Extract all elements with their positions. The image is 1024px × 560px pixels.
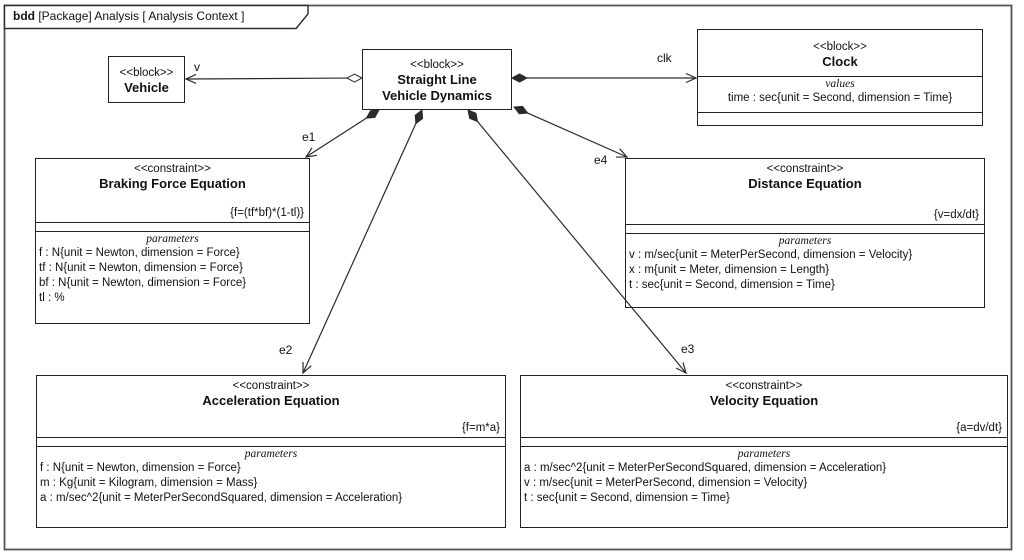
open-arrowhead-icon: [184, 73, 197, 84]
stereotype-label: <<block>>: [410, 59, 464, 71]
parameters-header: parameters: [244, 448, 298, 460]
empty-compartment: [626, 224, 984, 233]
parameter-list: f : N{unit = Newton, dimension = Force} …: [39, 247, 247, 304]
constraint-expression: {f=(tf*bf)*(1-tl)}: [230, 207, 304, 219]
open-aggregation-diamond-icon: [345, 73, 364, 83]
parameters-header: parameters: [778, 235, 832, 247]
empty-compartment: [37, 437, 505, 446]
edge-label-clk: clk: [657, 51, 672, 65]
open-arrowhead-icon: [304, 147, 317, 158]
connector-e1: [304, 109, 380, 158]
empty-compartment: [698, 112, 982, 125]
connector-e4: [513, 105, 629, 158]
constraint-expression: {a=dv/dt}: [956, 422, 1002, 434]
block-name: Braking Force Equation: [99, 176, 246, 191]
parameter-list: f : N{unit = Newton, dimension = Force} …: [40, 462, 403, 504]
value-list: time : sec{unit = Second, dimension = Ti…: [727, 92, 953, 104]
constraint-distance-equation: <<constraint>> Distance Equation {v=dx/d…: [625, 158, 985, 308]
connector-line: [302, 123, 417, 374]
parameter-list: a : m/sec^2{unit = MeterPerSecondSquared…: [524, 462, 887, 504]
stereotype-label: <<constraint>>: [725, 380, 803, 392]
edge-label-e4: e4: [594, 153, 608, 167]
filled-aggregation-diamond-icon: [510, 73, 529, 83]
edge-label-e2: e2: [279, 343, 293, 357]
block-vehicle: <<block>> Vehicle: [108, 56, 185, 103]
edge-label-v: v: [194, 60, 200, 74]
edge-label-e3: e3: [681, 342, 695, 356]
connector-line: [527, 112, 628, 158]
stereotype-label: <<block>>: [813, 40, 867, 53]
open-arrowhead-icon: [675, 362, 687, 375]
block-name: Velocity Equation: [709, 393, 819, 408]
empty-compartment: [521, 437, 1007, 446]
block-name: Distance Equation: [748, 176, 862, 191]
block-clock: <<block>> Clock values time : sec{unit =…: [697, 29, 983, 126]
constraint-braking-force-equation: <<constraint>> Braking Force Equation {f…: [35, 158, 310, 324]
connector-e2: [302, 109, 424, 375]
stereotype-label: <<constraint>>: [766, 163, 844, 175]
block-name: Acceleration Equation: [202, 393, 340, 408]
block-straight-line-vehicle-dynamics: <<block>> Straight Line Vehicle Dynamics: [362, 49, 512, 110]
block-name: Clock: [822, 53, 858, 69]
connector-line: [185, 77, 348, 80]
diagram-kind-label: bdd: [13, 9, 35, 23]
filled-aggregation-diamond-icon: [365, 109, 380, 119]
constraint-velocity-equation: <<constraint>> Velocity Equation {a=dv/d…: [520, 375, 1008, 528]
stereotype-label: <<block>>: [119, 67, 174, 79]
parameters-header: parameters: [737, 448, 791, 460]
edge-label-e1: e1: [302, 130, 316, 144]
open-arrowhead-icon: [685, 72, 698, 84]
filled-aggregation-diamond-icon: [467, 109, 479, 123]
block-name: Straight Line: [397, 72, 477, 87]
block-name: Vehicle: [124, 80, 169, 95]
constraint-expression: {v=dx/dt}: [933, 209, 979, 221]
constraint-expression: {f=m*a}: [461, 422, 500, 434]
block-name: Vehicle Dynamics: [382, 88, 492, 103]
diagram-title: [Package] Analysis [ Analysis Context ]: [35, 9, 245, 23]
filled-aggregation-diamond-icon: [513, 105, 529, 115]
frame-tab-label: bdd [Package] Analysis [ Analysis Contex…: [13, 9, 244, 23]
open-arrowhead-icon: [615, 148, 629, 158]
connector-clk: [510, 72, 698, 84]
parameter-list: v : m/sec{unit = MeterPerSecond, dimensi…: [629, 249, 913, 291]
constraint-acceleration-equation: <<constraint>> Acceleration Equation {f=…: [36, 375, 506, 528]
stereotype-label: <<constraint>>: [134, 163, 211, 175]
open-arrowhead-icon: [302, 361, 312, 375]
values-header: values: [825, 78, 855, 90]
parameters-header: parameters: [146, 233, 199, 245]
empty-compartment: [36, 222, 309, 231]
filled-aggregation-diamond-icon: [414, 109, 424, 125]
stereotype-label: <<constraint>>: [232, 380, 310, 392]
connector-v: [184, 73, 364, 84]
